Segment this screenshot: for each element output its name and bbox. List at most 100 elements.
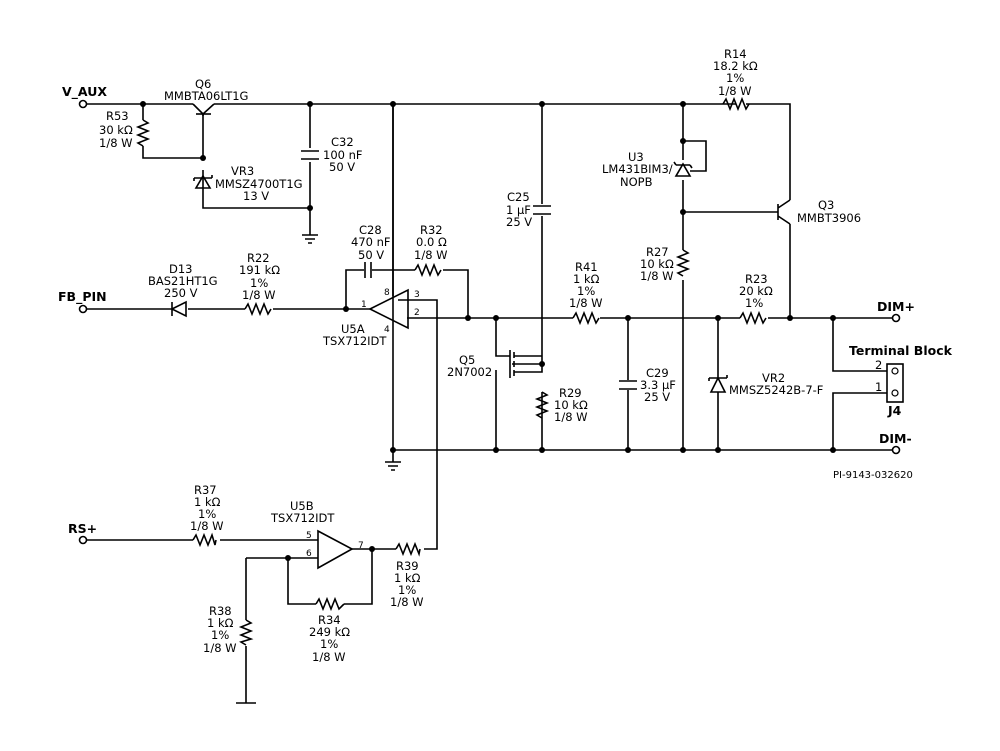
u5b-part: TSX712IDT: [270, 511, 335, 525]
r23-tol: 1%: [745, 296, 763, 310]
u5a-pin8: 8: [384, 288, 390, 298]
j4-ref: J4: [887, 403, 902, 418]
r29-value: 10 kΩ: [554, 398, 588, 412]
r23-symbol: [739, 310, 767, 326]
q3-ref: Q3: [818, 198, 834, 212]
c32-ref: C32: [331, 135, 354, 149]
r34-value: 249 kΩ: [309, 625, 350, 639]
vr2-ref: VR2: [762, 371, 785, 385]
r53-power: 1/8 W: [99, 136, 133, 150]
vr2-part: MMSZ5242B-7-F: [729, 383, 823, 397]
c25-symbol: [533, 205, 551, 215]
rs-plus-terminal: [78, 535, 88, 545]
u3-part-l1: LM431BIM3/: [602, 162, 673, 176]
dim-minus-terminal: [891, 445, 901, 455]
r27-value: 10 kΩ: [640, 257, 674, 271]
drawing-number: PI-9143-032620: [833, 470, 913, 481]
u5b-pin5: 5: [306, 531, 312, 541]
r38-tol: 1%: [211, 628, 229, 642]
r39-power: 1/8 W: [390, 595, 424, 609]
c32-voltage: 50 V: [329, 160, 355, 174]
u5b-pin6: 6: [306, 549, 312, 559]
c32-symbol: [301, 150, 319, 160]
r37-tol: 1%: [198, 507, 216, 521]
r27-power: 1/8 W: [640, 269, 674, 283]
u5b-ref: U5B: [290, 499, 314, 513]
r32-symbol: [414, 262, 442, 278]
c28-value: 470 nF: [351, 235, 391, 249]
u5a-pin4: 4: [384, 325, 390, 335]
q3-part: MMBT3906: [797, 211, 861, 225]
u3-ref: U3: [628, 150, 644, 164]
r37-power: 1/8 W: [190, 519, 224, 533]
u3-symbol: [673, 161, 693, 177]
c28-ref: C28: [359, 223, 382, 237]
r14-ref: R14: [724, 47, 747, 61]
c25-voltage: 25 V: [506, 215, 532, 229]
vr2-symbol: [708, 375, 728, 393]
c29-value: 3.3 µF: [640, 378, 676, 392]
r14-symbol: [722, 96, 750, 112]
r41-tol: 1%: [577, 284, 595, 298]
r22-power: 1/8 W: [242, 288, 276, 302]
r32-power: 1/8 W: [414, 248, 448, 262]
j4-title: Terminal Block: [849, 343, 953, 358]
c29-ref: C29: [646, 366, 669, 380]
r53-value: 30 kΩ: [99, 123, 133, 137]
r38-power: 1/8 W: [203, 641, 237, 655]
q6-ref: Q6: [195, 77, 211, 91]
q5-part: 2N7002: [447, 365, 492, 379]
dim-plus-terminal: [891, 313, 901, 323]
r37-value: 1 kΩ: [194, 495, 221, 509]
r38-symbol: [238, 619, 254, 646]
net-dim-minus: DIM-: [879, 431, 912, 446]
vr3-voltage: 13 V: [243, 189, 269, 203]
c32-value: 100 nF: [323, 148, 363, 162]
r22-ref: R22: [247, 251, 270, 265]
r34-ref: R34: [318, 613, 341, 627]
ground-symbols: [302, 234, 401, 471]
r53-ref: R53: [106, 109, 129, 123]
r14-tol: 1%: [726, 71, 744, 85]
u5a-part: TSX712IDT: [322, 334, 387, 348]
c28-voltage: 50 V: [358, 248, 384, 262]
r29-symbol: [534, 391, 550, 419]
q3-symbol: [777, 199, 791, 225]
u5b-pin7: 7: [358, 541, 364, 551]
component-symbols: [135, 96, 904, 646]
r23-ref: R23: [745, 272, 768, 286]
r34-tol: 1%: [320, 637, 338, 651]
u5a-ref: U5A: [341, 322, 365, 336]
r41-symbol: [572, 310, 600, 326]
d13-symbol: [170, 300, 187, 318]
c25-value: 1 µF: [506, 203, 531, 217]
net-fb-pin: FB_PIN: [58, 289, 107, 305]
r29-ref: R29: [559, 386, 582, 400]
r37-ref: R37: [194, 483, 217, 497]
c29-voltage: 25 V: [644, 390, 670, 404]
j4-pin1: 1: [875, 380, 882, 394]
r38-ref: R38: [209, 604, 232, 618]
r41-value: 1 kΩ: [573, 272, 600, 286]
wires: [86, 103, 895, 704]
r29-power: 1/8 W: [554, 410, 588, 424]
r34-symbol: [315, 596, 345, 612]
vr3-ref: VR3: [231, 164, 254, 178]
r27-ref: R27: [646, 245, 669, 259]
r39-tol: 1%: [398, 583, 416, 597]
r38-value: 1 kΩ: [207, 616, 234, 630]
r41-power: 1/8 W: [569, 296, 603, 310]
vr3-symbol: [193, 174, 213, 189]
r53-symbol: [135, 119, 151, 147]
junction-dots: [140, 101, 836, 561]
r32-value: 0.0 Ω: [416, 235, 447, 249]
r22-symbol: [244, 301, 272, 317]
r14-value: 18.2 kΩ: [713, 59, 758, 73]
terminals: [78, 99, 901, 545]
d13-part: BAS21HT1G: [148, 274, 218, 288]
c28-symbol: [364, 262, 372, 278]
r39-value: 1 kΩ: [394, 571, 421, 585]
r39-ref: R39: [396, 559, 419, 573]
c25-ref: C25: [507, 190, 530, 204]
